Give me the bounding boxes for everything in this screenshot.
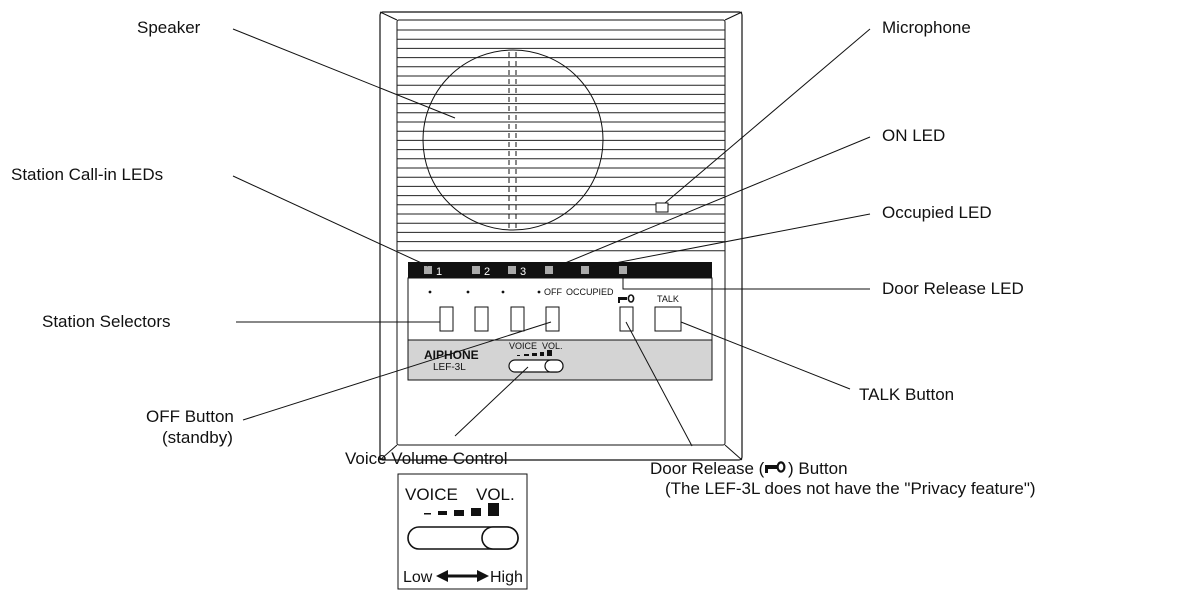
volume-inset: VOICE VOL. Low High (397, 473, 528, 590)
occupied-led (581, 266, 589, 274)
label-door-release-button-post: ) Button (788, 459, 848, 478)
station-selector-2[interactable] (474, 306, 489, 332)
station-led-2 (472, 266, 480, 274)
mini-volume-bars-icon (517, 350, 552, 356)
talk-button[interactable] (654, 306, 682, 332)
label-privacy-note: (The LEF-3L does not have the "Privacy f… (665, 479, 1036, 498)
label-occupied-led: Occupied LED (882, 203, 992, 222)
label-key-icon (765, 461, 786, 473)
leader-lines (232, 28, 871, 447)
intercom-unit (379, 11, 743, 461)
microphone-icon (655, 202, 669, 213)
talk-label: TALK (657, 294, 679, 304)
station-selector-3[interactable] (510, 306, 525, 332)
label-microphone: Microphone (882, 18, 971, 37)
voice-volume-knob[interactable] (544, 359, 564, 373)
label-speaker: Speaker (137, 18, 201, 37)
speaker-cone (422, 49, 604, 231)
inset-slider-knob (481, 526, 519, 550)
station-led-3-label: 3 (520, 266, 526, 278)
voice-vol-mini-vol: VOL. (542, 341, 563, 351)
station-led-3 (508, 266, 516, 274)
volume-bars-icon (424, 503, 499, 516)
station-selector-1[interactable] (439, 306, 454, 332)
inset-high-label: High (490, 569, 523, 586)
label-door-release-button-pre: Door Release ( (650, 459, 765, 478)
led-bar: 1 2 3 (408, 262, 712, 278)
label-voice-volume-control: Voice Volume Control (345, 449, 508, 468)
double-arrow-icon (436, 570, 489, 582)
off-button[interactable] (545, 306, 560, 332)
inset-low-label: Low (403, 569, 433, 586)
off-label: OFF (544, 287, 562, 297)
label-off-button: OFF Button (146, 407, 234, 426)
control-panel: OFF OCCUPIED TALK AIPHONE LEF-3L VOICE V… (407, 277, 713, 381)
label-door-release-led: Door Release LED (882, 279, 1024, 298)
station-led-1 (424, 266, 432, 274)
label-talk-button: TALK Button (859, 385, 954, 404)
label-off-button-sub: (standby) (162, 428, 233, 447)
label-station-selectors: Station Selectors (42, 312, 171, 331)
door-release-button[interactable] (619, 306, 634, 332)
label-station-call-in-leds: Station Call-in LEDs (11, 165, 163, 184)
station-led-1-label: 1 (436, 266, 442, 278)
occupied-label: OCCUPIED (566, 287, 614, 297)
label-on-led: ON LED (882, 126, 945, 145)
speaker-grille (397, 29, 725, 252)
door-key-icon (618, 294, 635, 303)
inset-vol-label: VOL. (476, 485, 515, 504)
inset-voice-label: VOICE (405, 485, 458, 504)
voice-vol-mini-voice: VOICE (509, 341, 537, 351)
door-release-led (619, 266, 627, 274)
station-led-2-label: 2 (484, 266, 490, 278)
on-led (545, 266, 553, 274)
model-label: LEF-3L (433, 362, 466, 373)
